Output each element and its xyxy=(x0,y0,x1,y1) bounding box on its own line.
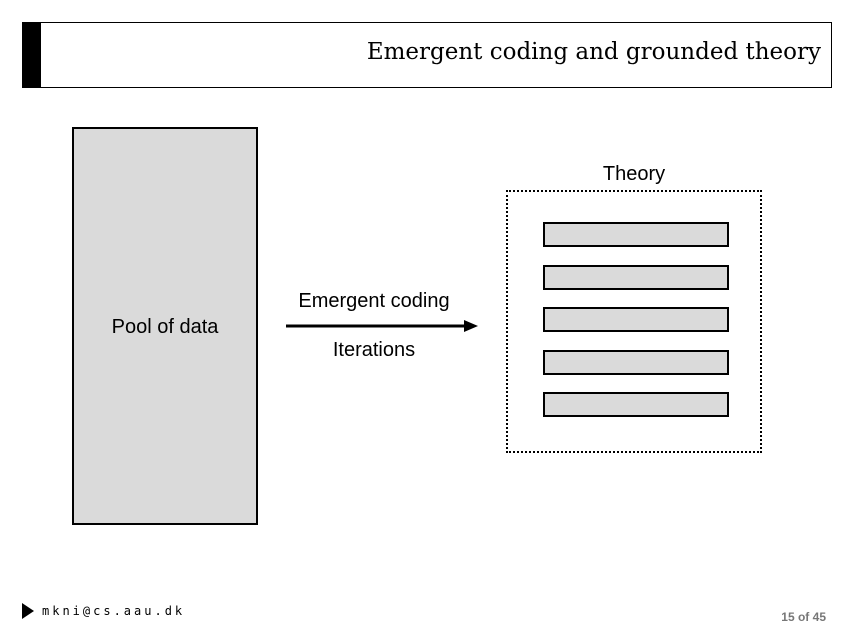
footer-triangle-icon xyxy=(22,603,34,619)
theory-bar xyxy=(543,307,729,332)
theory-box xyxy=(506,190,762,453)
title-bar: Emergent coding and grounded theory xyxy=(22,22,832,88)
theory-bar xyxy=(543,392,729,417)
iterations-label: Iterations xyxy=(332,339,416,361)
slide-title: Emergent coding and grounded theory xyxy=(366,39,821,65)
pool-of-data-box: Pool of data xyxy=(72,127,258,525)
theory-label: Theory xyxy=(602,163,666,185)
emergent-coding-label: Emergent coding xyxy=(298,290,450,312)
footer-email: mkni@cs.aau.dk xyxy=(42,604,186,618)
pool-of-data-label: Pool of data xyxy=(111,316,219,338)
right-arrow-icon xyxy=(286,320,478,332)
page-number: 15 of 45 xyxy=(781,610,826,624)
theory-bar xyxy=(543,350,729,375)
title-accent-bar xyxy=(23,23,41,87)
theory-bar xyxy=(543,265,729,290)
theory-bar xyxy=(543,222,729,247)
